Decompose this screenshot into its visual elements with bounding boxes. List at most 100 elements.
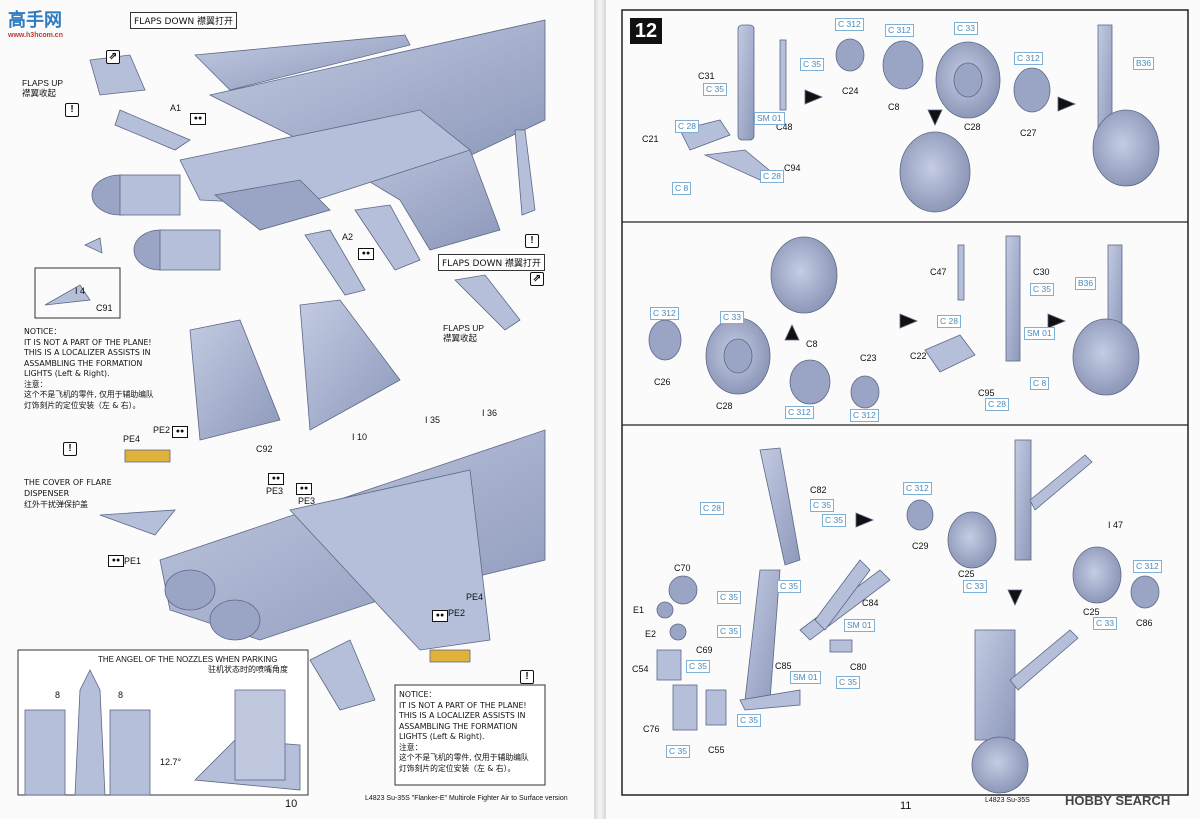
footer-left: L4823 Su-35S "Flanker-E" Multirole Fight… [365,795,568,802]
notice1-line: 灯饰刻片的定位安装（左 & 右）。 [24,400,141,410]
part-C54: C54 [632,664,649,674]
notice2-line: 这个不是飞机的零件, 仅用于辅助编队 [399,753,529,763]
part-ref-pill: C 35 [717,591,741,604]
part-ref-pill: SM 01 [754,112,785,125]
part-ref-pill: C 35 [800,58,824,71]
flare-cover-label: THE COVER OF FLARE DISPENSER 红外干扰弹保护盖 [24,478,112,510]
warning-icon: ⇗ [530,272,544,286]
cone-callout-frame [34,267,121,319]
footer-right: L4823 Su-35S [985,797,1030,804]
notice-localizer-2: NOTICE： IT IS NOT A PART OF THE PLANE! T… [399,690,529,774]
part-ref-pill: SM 01 [844,619,875,632]
notice1-line: LIGHTS (Left & Right). [24,369,110,379]
part-I35: I 35 [425,415,441,425]
part-ref-pill: C 33 [954,22,978,35]
part-ref-pill: C 35 [737,714,761,727]
pair-parts-icon: ●● [172,426,188,438]
part-PE2: PE2 [448,608,466,618]
notice1-line: 注意： [24,379,48,389]
flaps-up-right-text: FLAPS UP [443,323,485,333]
pair-parts-icon: ●● [108,555,124,567]
warning-icon: ! [65,103,79,117]
flare-cover-line: DISPENSER [24,488,70,498]
part-ref-pill: SM 01 [790,671,821,684]
part-C85: C85 [775,661,792,671]
section3-gear-parts [656,439,1160,794]
part-ref-pill: C 28 [700,502,724,515]
notice-localizer-1: NOTICE： IT IS NOT A PART OF THE PLANE! T… [24,327,154,411]
part-PE3: PE3 [266,486,284,496]
part-ref-pill: C 312 [650,307,679,320]
part-I10: I 10 [352,432,368,442]
book-gutter [594,0,606,819]
notice2-line: IT IS NOT A PART OF THE PLANE! [399,700,527,710]
part-I4: I 4 [75,286,86,296]
part-C80: C80 [850,662,867,672]
part-C29: C29 [912,541,929,551]
nozzle-angle-title: THE ANGEL OF THE NOZZLES WHEN PARKING [98,655,278,664]
notice2-frame [394,684,546,786]
part-C31: C31 [698,71,715,81]
part-ref-pill: C 8 [1030,377,1050,390]
warning-icon: ⇗ [106,50,120,64]
lower-aircraft-drawing [99,299,546,711]
part-C25: C25 [1083,607,1100,617]
part-ref-pill: C 35 [777,580,801,593]
part-ref-pill: B36 [1133,57,1155,70]
part-ref-pill: C 312 [1133,560,1162,573]
part-ref-pill: SM 01 [1024,327,1055,340]
flare-cover-line: THE COVER OF FLARE [24,478,112,487]
flaps-up-right-cn: 襟翼收起 [443,334,478,345]
part-ref-pill: C 28 [985,398,1009,411]
part-PE4: PE4 [466,592,484,602]
notice1-line: 这个不是飞机的零件, 仅用于辅助编队 [24,390,154,400]
part-C22: C22 [910,351,927,361]
site-logo: 高手网 www.h3hcom.cn [8,6,63,39]
part-C8: C8 [806,339,818,349]
part-ref-pill: C 312 [835,18,864,31]
section1-gear-parts [679,24,1160,213]
part-ref-pill: C 35 [822,514,846,527]
warning-icon: ! [525,234,539,248]
section2-gear-parts [648,235,1140,409]
part-ref-pill: C 35 [717,625,741,638]
part-C76: C76 [643,724,660,734]
notice1-line: ASSAMBLING THE FORMATION [24,358,143,368]
flaps-down-top-label: FLAPS DOWN 襟翼打开 [130,12,238,29]
part-C23: C23 [860,353,877,363]
part-PE1: PE1 [124,556,142,566]
notice2-line: ASSAMBLING THE FORMATION [399,721,518,731]
nozzle-angle-value: 8 [118,690,124,700]
part-ref-pill: C 8 [672,182,692,195]
part-C48: C48 [776,122,793,132]
notice2-line: LIGHTS (Left & Right). [399,732,485,742]
part-ref-pill: C 312 [850,409,879,422]
part-C55: C55 [708,745,725,755]
part-A1: A1 [170,103,182,113]
step12-frame [621,9,1189,796]
part-ref-pill: C 33 [1093,617,1117,630]
part-C21: C21 [642,134,659,144]
exhaust-nozzles [44,174,221,306]
page-number-left: 10 [285,798,298,810]
flaps-up-left-label: FLAPS UP 襟翼收起 [22,78,63,101]
pair-parts-icon: ●● [432,610,448,622]
part-ref-pill: C 28 [760,170,784,183]
flaps-up-left-text: FLAPS UP [22,78,64,88]
part-ref-pill: C 312 [885,24,914,37]
part-C95: C95 [978,388,995,398]
part-C92: C92 [256,444,273,454]
part-PE2: PE2 [153,425,171,435]
part-ref-pill: C 35 [666,745,690,758]
part-I36: I 36 [482,408,498,418]
step-number-badge: 12 [630,18,662,44]
warning-icon: ! [520,670,534,684]
part-ref-pill: C 312 [903,482,932,495]
part-C84: C84 [862,598,879,608]
part-C91: C91 [96,303,113,313]
notice2-line: NOTICE： [399,690,437,699]
page-number-right: 11 [900,800,912,812]
site-logo-url: www.h3hcom.cn [8,32,63,39]
part-C28: C28 [964,122,981,132]
part-E2: E2 [645,629,657,639]
